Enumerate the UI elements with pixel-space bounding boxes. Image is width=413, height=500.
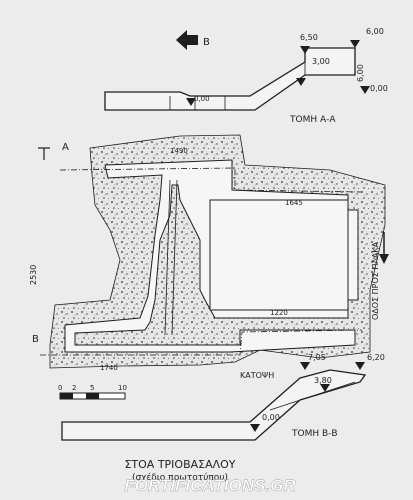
marker-b: Β — [32, 334, 39, 345]
dim-1645: 1645 — [285, 199, 303, 207]
level-bb-1: 7,05 — [308, 353, 326, 362]
drawing-title: ΣΤΟΑ ΤΡΙΟΒΑΣΑΛΟΥ — [124, 458, 235, 471]
dim-1490: 1490 — [170, 147, 188, 155]
level-aa-6: 0,00 — [370, 84, 388, 93]
scale-tick-0: 0 — [58, 384, 62, 392]
street-label: ΟΔΟΣ ΠΡΟΣ ΠΛΑΚΑ — [371, 241, 380, 320]
section-aa-title: ΤΟΜΗ Α-Α — [289, 115, 336, 125]
level-aa-3: 3,00 — [312, 57, 330, 66]
watermark: FORTIFICATIONS.GR — [124, 476, 296, 495]
scale-tick-10: 10 — [118, 384, 127, 392]
level-aa-5: 0,00 — [194, 95, 210, 103]
dim-2530: 2530 — [29, 265, 38, 285]
level-aa-1: 6,50 — [300, 33, 318, 42]
north-arrow-icon: Β — [176, 30, 210, 50]
dim-1740: 1740 — [100, 364, 118, 372]
level-aa-2: 6,00 — [366, 27, 384, 36]
level-bb-3: 3,80 — [314, 376, 332, 385]
section-bb: 7,05 6,20 3,80 0,00 ΤΟΜΗ Β-Β — [61, 353, 385, 441]
marker-a: Α — [62, 142, 69, 153]
plan-label: ΚΑΤΟΨΗ — [240, 371, 274, 380]
scale-tick-5: 5 — [90, 384, 94, 392]
drawing-subtitle: (σχέδιο πρωτοτύπου) — [132, 472, 228, 483]
level-aa-4: 6,00 — [356, 64, 365, 82]
plan-view: Α Β 1490 1645 1220 1740 2530 ΚΑΤΟΨΗ — [29, 134, 386, 380]
scale-tick-2: 2 — [72, 384, 76, 392]
level-bb-4: 0,00 — [262, 413, 280, 422]
north-label: Β — [203, 37, 210, 48]
dim-1220: 1220 — [270, 309, 288, 317]
level-bb-2: 6,20 — [367, 353, 385, 362]
section-bb-title: ΤΟΜΗ Β-Β — [291, 429, 338, 439]
street-arrow-icon — [379, 232, 389, 264]
section-aa: 6,50 6,00 3,00 6,00 0,00 0,00 ΤΟΜΗ Α-Α — [104, 27, 388, 125]
scale-bar: 0 2 5 10 — [58, 384, 127, 400]
